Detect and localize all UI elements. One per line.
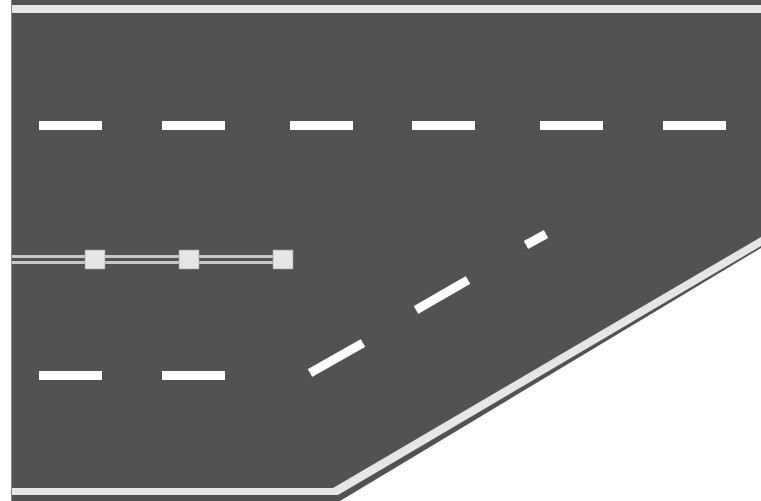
guardrail-post <box>272 249 294 270</box>
lane-dash <box>663 121 726 130</box>
guardrail <box>12 249 294 270</box>
guardrail-rail <box>12 255 293 258</box>
lane-dash <box>39 121 102 130</box>
lane-dash <box>162 371 225 380</box>
guardrail-post <box>178 249 200 270</box>
guardrail-post <box>84 249 106 270</box>
lane-dash <box>162 121 225 130</box>
diagonal-lane-dash <box>413 276 471 314</box>
lower-lane-dashes <box>39 230 549 380</box>
upper-lane-dashes <box>39 121 726 130</box>
lane-dash <box>540 121 603 130</box>
lane-dash <box>290 121 353 130</box>
lane-dash <box>39 371 102 380</box>
lane-dash <box>412 121 475 130</box>
road-asphalt <box>11 0 761 501</box>
diagonal-lane-dash <box>523 230 549 249</box>
top-edge-line <box>12 5 761 13</box>
diagonal-lane-dash <box>307 339 366 377</box>
guardrail-rail <box>12 261 293 264</box>
